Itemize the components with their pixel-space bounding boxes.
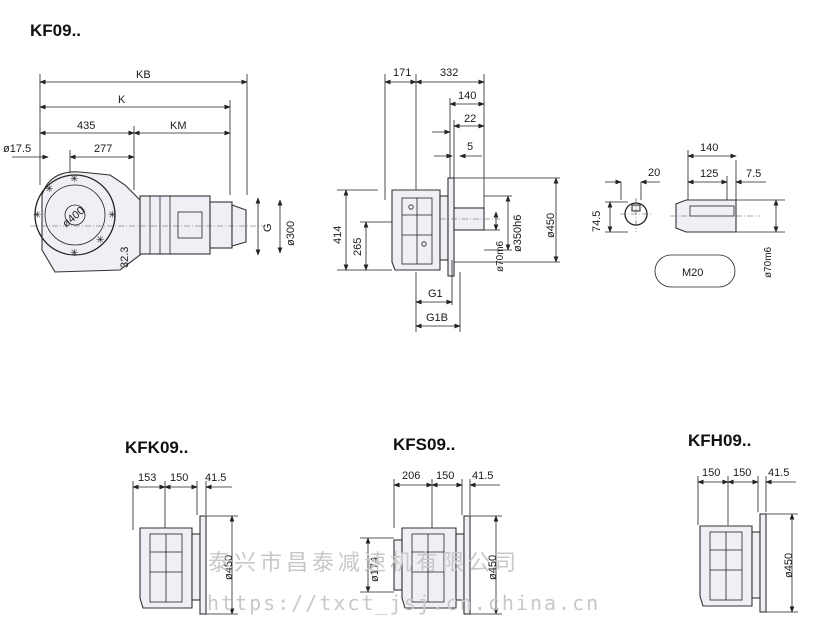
svg-text:✳: ✳ xyxy=(45,184,53,195)
svg-text:✳: ✳ xyxy=(70,248,78,259)
kfh-dia450: ø450 xyxy=(783,553,795,578)
dim-435: 435 xyxy=(77,120,95,132)
kfs-dia174: ø174 xyxy=(369,557,381,582)
shaft-detail: 20 74.5 140 125 7.5 ø70m6 M20 xyxy=(591,142,785,288)
dim-7: 7.5 xyxy=(746,168,761,180)
dim-22: 22 xyxy=(464,113,476,125)
watermark-url: https://txct_jsj.cn.china.cn xyxy=(207,591,600,615)
dim-g: G xyxy=(262,223,274,232)
dim-dia450: ø450 xyxy=(545,213,557,238)
dim-km: KM xyxy=(170,120,187,132)
dim-277: 277 xyxy=(94,143,112,155)
kfs-206: 206 xyxy=(402,470,420,482)
kfh-150a: 150 xyxy=(702,467,720,479)
kfk-153: 153 xyxy=(138,472,156,484)
dim-k: K xyxy=(118,94,126,106)
dim-dia70: ø70m6 xyxy=(495,240,506,272)
dim-171: 171 xyxy=(393,67,411,79)
dim-dia70s: ø70m6 xyxy=(763,246,774,278)
kfs-view: 206 150 41.5 ø174 ø450 xyxy=(360,470,502,615)
kfk-150: 150 xyxy=(170,472,188,484)
kfh-view: 150 150 41.5 ø450 xyxy=(697,467,798,613)
dim-5: 5 xyxy=(467,141,473,153)
dim-332: 332 xyxy=(440,67,458,79)
svg-text:✳: ✳ xyxy=(33,210,41,221)
title-kfs: KFS09.. xyxy=(393,435,455,454)
watermark-cn: 泰兴市昌泰减速机有限公司 xyxy=(208,551,520,576)
title-kf09: KF09.. xyxy=(30,21,81,40)
dim-kb: KB xyxy=(136,69,151,81)
kfs-150: 150 xyxy=(436,470,454,482)
dim-125: 125 xyxy=(700,168,718,180)
dim-dia350: ø350h6 xyxy=(512,215,524,252)
dim-140s: 140 xyxy=(700,142,718,154)
dim-265: 265 xyxy=(352,238,364,256)
title-kfh: KFH09.. xyxy=(688,431,751,450)
dim-140: 140 xyxy=(458,90,476,102)
dim-74: 74.5 xyxy=(591,211,603,232)
dim-20: 20 xyxy=(648,167,660,179)
kfs-41: 41.5 xyxy=(472,470,493,482)
kfk-41: 41.5 xyxy=(205,472,226,484)
dim-g1: G1 xyxy=(428,288,443,300)
dim-dia17: ø17.5 xyxy=(3,143,31,155)
label-m20: M20 xyxy=(682,267,703,279)
side-view: KB K 435 KM ø17.5 277 ø400 ✳ ✳ ✳ ✳ ✳ ✳ xyxy=(3,69,297,273)
front-view: 171 332 140 22 5 414 xyxy=(332,67,560,332)
dim-dia300: ø300 xyxy=(285,221,297,246)
dim-g1b: G1B xyxy=(426,312,448,324)
dim-414: 414 xyxy=(332,226,344,244)
svg-text:✳: ✳ xyxy=(96,235,104,246)
kfs-dia450: ø450 xyxy=(487,555,499,580)
kfh-41: 41.5 xyxy=(768,467,789,479)
title-kfk: KFK09.. xyxy=(125,438,188,457)
kfk-view: 153 150 41.5 ø450 xyxy=(132,472,238,615)
dim-32: 32.3 xyxy=(119,247,131,268)
kfk-dia450: ø450 xyxy=(223,555,235,580)
svg-text:✳: ✳ xyxy=(108,210,116,221)
svg-text:✳: ✳ xyxy=(70,174,78,185)
kfh-150b: 150 xyxy=(733,467,751,479)
